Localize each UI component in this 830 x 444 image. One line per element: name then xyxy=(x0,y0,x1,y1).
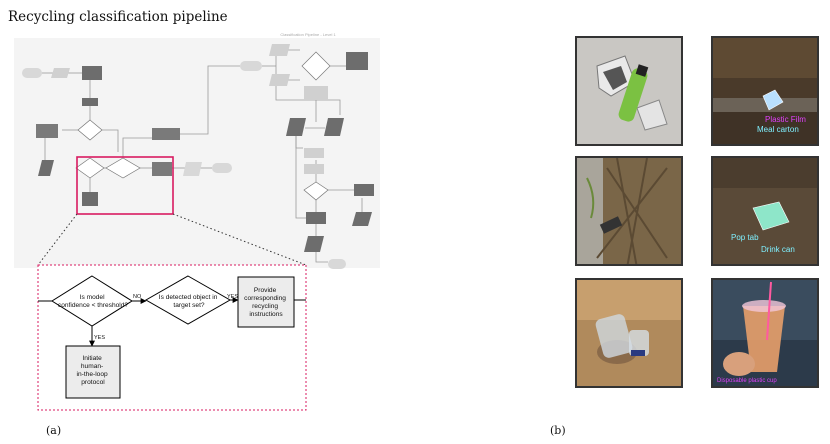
inset-connectors xyxy=(38,297,306,347)
photo-tile-4: Pop tab Drink can xyxy=(711,156,819,266)
figure-title: Recycling classification pipeline xyxy=(8,9,228,25)
process-human-in-the-loop[interactable] xyxy=(65,345,121,399)
decision-target-set[interactable] xyxy=(144,275,232,325)
panel-b-label: (b) xyxy=(550,424,566,437)
photo-3-image xyxy=(577,158,681,264)
process-recycling-instructions-text: Provide corresponding recycling instruct… xyxy=(244,287,288,318)
process-human-in-the-loop-text: Initiate human- in-the-loop protocol xyxy=(77,355,110,386)
photo-1-image xyxy=(577,38,681,144)
highlight-region xyxy=(76,156,174,215)
edge-label-yes-down: YES xyxy=(94,335,105,341)
zoom-guide-left xyxy=(37,213,78,266)
photo-2-image: Plastic Film Meal carton xyxy=(713,38,817,144)
photo-tile-2: Plastic Film Meal carton xyxy=(711,36,819,146)
photo-tile-6: Disposable plastic cup xyxy=(711,278,819,388)
photo-5-image xyxy=(577,280,681,386)
photo-4-label-drink-can: Drink can xyxy=(761,245,795,254)
edge-label-yes-right: YES xyxy=(227,294,238,300)
panel-a-label: (a) xyxy=(46,424,62,437)
process-recycling-instructions[interactable] xyxy=(237,276,295,328)
decision-confidence-text: Is model confidence < threshold? xyxy=(58,294,129,309)
photo-2-label-meal-carton: Meal carton xyxy=(757,125,799,134)
photo-tile-1 xyxy=(575,36,683,146)
overview-canvas xyxy=(14,38,380,268)
overview-header: Classification Pipeline - Level 1 xyxy=(280,32,336,37)
photo-6-label-disposable-cup: Disposable plastic cup xyxy=(717,378,777,384)
photo-2-label-plastic-film: Plastic Film xyxy=(765,115,806,124)
photo-tile-5 xyxy=(575,278,683,388)
edge-label-no: NO xyxy=(133,294,142,300)
photo-6-image: Disposable plastic cup xyxy=(713,280,817,386)
decision-confidence[interactable] xyxy=(51,275,133,327)
overview-nodes xyxy=(22,44,374,269)
photo-4-label-pop-tab: Pop tab xyxy=(731,233,759,242)
photo-tile-3 xyxy=(575,156,683,266)
decision-target-set-text: Is detected object in target set? xyxy=(159,294,220,309)
photo-4-image: Pop tab Drink can xyxy=(713,158,817,264)
